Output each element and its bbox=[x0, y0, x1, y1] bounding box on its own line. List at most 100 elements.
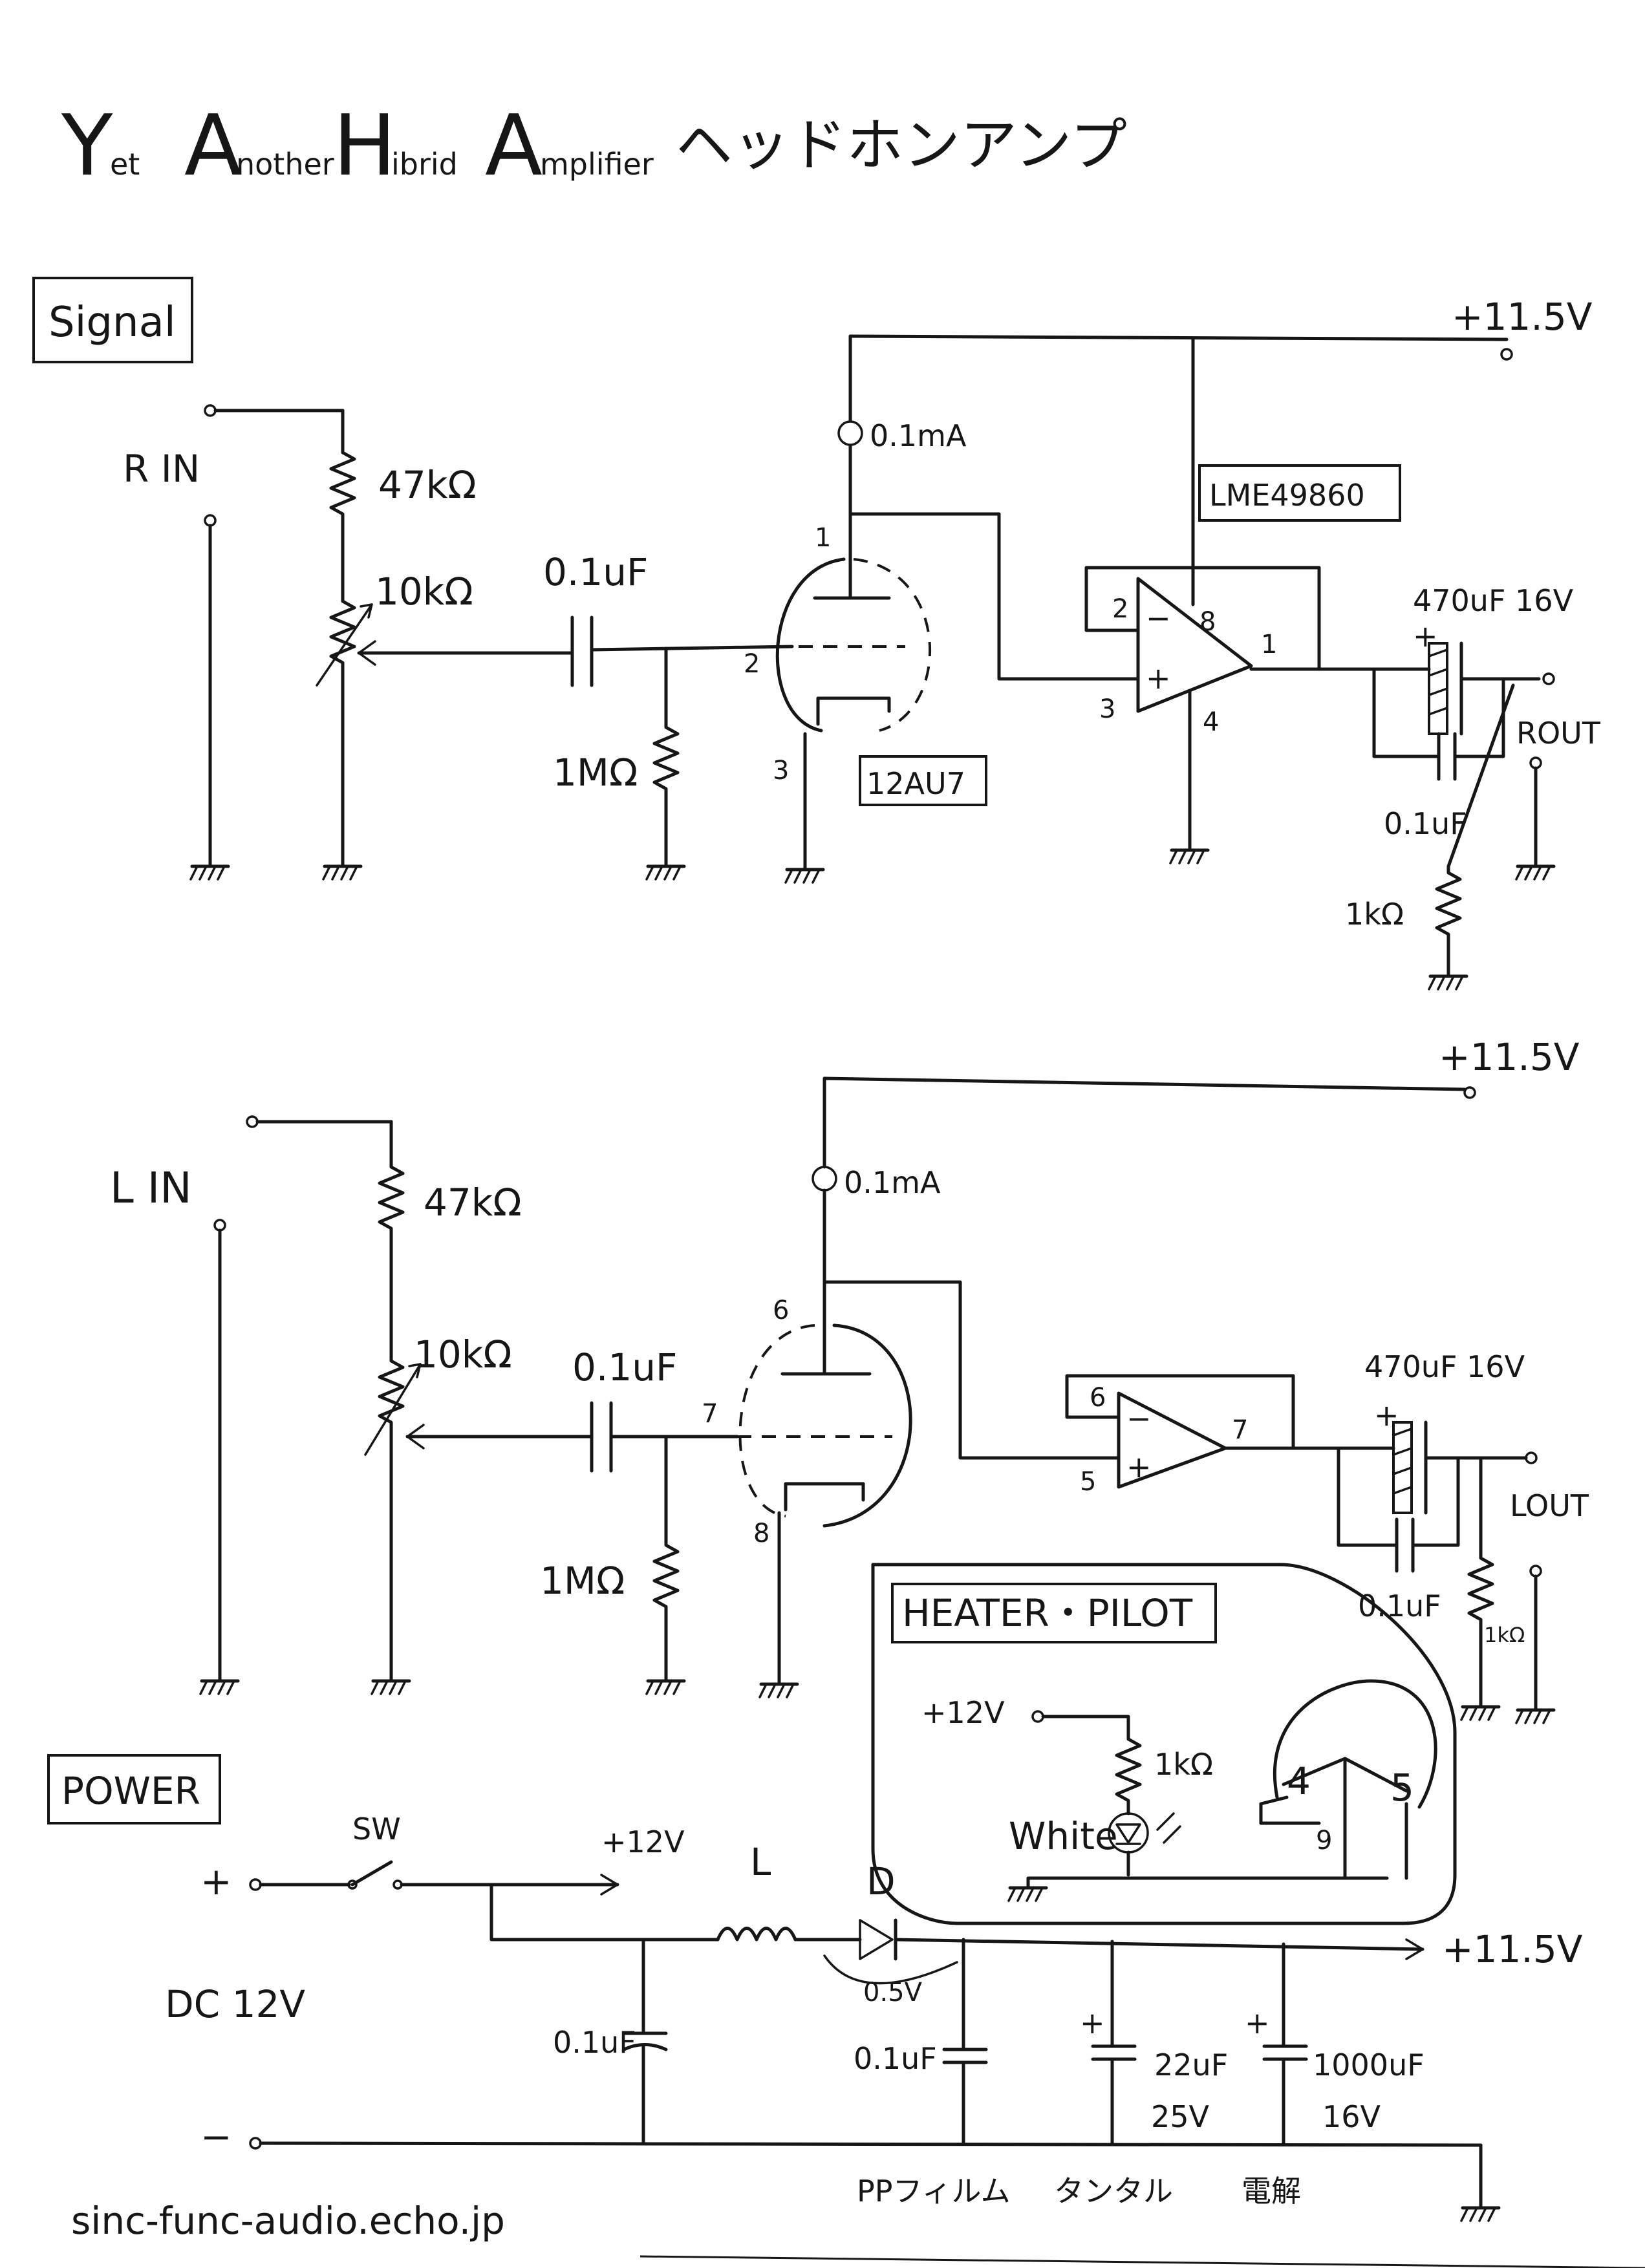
note-pp-film: PPフィルム bbox=[857, 2174, 1011, 2209]
heater-supply-label: +12V bbox=[921, 1695, 1005, 1730]
c4-voltage: 16V bbox=[1322, 2099, 1381, 2134]
lout-label: LOUT bbox=[1510, 1488, 1589, 1523]
heater-label-box bbox=[891, 1583, 1217, 1643]
lin-label: L IN bbox=[110, 1163, 192, 1213]
title-y: Y bbox=[61, 96, 113, 195]
tube-envelope-solid bbox=[775, 557, 846, 733]
signal-label-box bbox=[32, 277, 193, 363]
r-opamp-label: LME49860 bbox=[1209, 478, 1365, 513]
rin-resistor-label: 47kΩ bbox=[378, 463, 477, 507]
title: Y et A nother H ibrid A mplifier ヘッドホンアン… bbox=[61, 96, 1127, 195]
rout-label: ROUT bbox=[1516, 716, 1601, 751]
rin-pot-label: 10kΩ bbox=[375, 570, 473, 614]
r-tube-pin-1: 1 bbox=[815, 523, 831, 553]
pilot-resistor bbox=[1117, 1733, 1140, 1807]
cap-plus: + bbox=[1374, 1398, 1399, 1433]
l-opamp-pin-7: 7 bbox=[1232, 1415, 1248, 1445]
ground-symbol bbox=[323, 866, 361, 879]
opamp-minus: − bbox=[1126, 1401, 1152, 1436]
heater-tube-envelope bbox=[1273, 1679, 1437, 1809]
inductor bbox=[716, 1927, 797, 1942]
c1-plate bbox=[622, 2043, 668, 2051]
ground-symbol bbox=[200, 1681, 238, 1694]
left-channel: L IN 47kΩ 10kΩ 0.1uF 1MΩ +11.5V 0.1mA bbox=[110, 1035, 1589, 1723]
heater-label: HEATER・PILOT bbox=[902, 1591, 1193, 1635]
l-tube-pin-8: 8 bbox=[753, 1519, 769, 1548]
rout-load-resistor bbox=[1437, 866, 1460, 941]
switch-label: SW bbox=[352, 1812, 401, 1846]
tube-type-box bbox=[859, 755, 987, 806]
heater-pin-4: 4 bbox=[1287, 1759, 1311, 1803]
r-tube-pin-3: 3 bbox=[773, 756, 789, 786]
title-y-rest: et bbox=[110, 147, 140, 182]
dc-source-label: DC 12V bbox=[165, 1982, 305, 2026]
out-rail-label: +11.5V bbox=[1442, 1927, 1583, 1971]
signal-label: Signal bbox=[48, 299, 176, 347]
lin-pot-label: 10kΩ bbox=[414, 1332, 512, 1376]
power-switch bbox=[350, 1860, 393, 1887]
rin-grid-resistor-label: 1MΩ bbox=[553, 751, 638, 795]
ground-symbol bbox=[1516, 866, 1554, 879]
r-tube-pin-2: 2 bbox=[744, 649, 760, 679]
ground-symbol bbox=[191, 866, 228, 879]
heater-section-outline bbox=[871, 1563, 1457, 1925]
title-h: H bbox=[333, 96, 396, 195]
lin-grid-resistor bbox=[654, 1539, 678, 1613]
right-channel: R IN 47kΩ 10kΩ 0.1uF 1MΩ +11.5V bbox=[123, 295, 1601, 989]
lin-grid-resistor-label: 1MΩ bbox=[540, 1559, 625, 1603]
rin-series-resistor bbox=[331, 446, 354, 520]
rail-12v-label: +12V bbox=[601, 1824, 685, 1859]
rectifier-diode bbox=[859, 1919, 894, 1960]
r-tube-label: 12AU7 bbox=[866, 766, 965, 801]
note-electrolytic: 電解 bbox=[1242, 2174, 1301, 2209]
led-label: White bbox=[1009, 1814, 1118, 1858]
footer-url: sinc-func-audio.echo.jp bbox=[71, 2199, 505, 2243]
power-minus-label: − bbox=[200, 2115, 232, 2159]
rout-hot-terminal bbox=[1542, 672, 1555, 685]
r-cbyp-label: 0.1uF bbox=[1384, 806, 1467, 841]
opamp-plus: + bbox=[1146, 661, 1171, 696]
heater-pilot-section: HEATER・PILOT +12V 1kΩ White 4 5 9 bbox=[871, 1563, 1457, 1925]
rin-grid-resistor bbox=[654, 721, 678, 795]
heater-pin-5: 5 bbox=[1390, 1766, 1414, 1810]
l-tube-pin-7: 7 bbox=[702, 1399, 718, 1429]
ground-symbol bbox=[1516, 1710, 1554, 1723]
r-cout-label: 470uF 16V bbox=[1413, 583, 1574, 618]
l-opamp-pin-5: 5 bbox=[1080, 1467, 1096, 1497]
lin-cap-label: 0.1uF bbox=[572, 1345, 677, 1389]
title-japanese: ヘッドホンアンプ bbox=[676, 112, 1127, 178]
lout-supply-terminal bbox=[1463, 1086, 1476, 1099]
lout-load-resistor bbox=[1469, 1552, 1492, 1626]
opamp-minus: − bbox=[1146, 601, 1171, 636]
r-load-label: 1kΩ bbox=[1345, 897, 1404, 932]
inductor-label: L bbox=[750, 1840, 771, 1884]
c3-voltage: 25V bbox=[1151, 2099, 1210, 2134]
title-a2-rest: mplifier bbox=[540, 147, 654, 182]
r-opamp-pin-8: 8 bbox=[1199, 607, 1216, 637]
c2-label: 0.1uF bbox=[854, 2041, 937, 2076]
page-edge bbox=[640, 2255, 1645, 2268]
l-supply-label: +11.5V bbox=[1439, 1035, 1580, 1079]
r-supply-label: +11.5V bbox=[1452, 295, 1593, 339]
r-opamp-pin-4: 4 bbox=[1203, 707, 1219, 737]
l-load-label: 1kΩ bbox=[1484, 1623, 1525, 1647]
power-plus-label: + bbox=[200, 1859, 232, 1903]
rin-cap-label: 0.1uF bbox=[543, 550, 648, 594]
l-cout-label: 470uF 16V bbox=[1364, 1349, 1525, 1384]
title-a1-rest: nother bbox=[236, 147, 334, 182]
r-ccs-label: 0.1mA bbox=[870, 418, 967, 453]
l-opamp-triangle bbox=[1117, 1391, 1227, 1489]
tube-cathode bbox=[816, 696, 891, 726]
ccs-icon bbox=[812, 1166, 837, 1192]
lin-series-resistor bbox=[380, 1161, 403, 1235]
diode-label: D bbox=[866, 1859, 896, 1903]
drop-indicator bbox=[823, 1954, 958, 1985]
power-label-box bbox=[47, 1754, 221, 1824]
r-opamp-pin-1: 1 bbox=[1261, 630, 1277, 659]
opamp-type-box bbox=[1198, 464, 1401, 522]
cap-plus: + bbox=[1413, 619, 1438, 654]
title-a2: A bbox=[485, 96, 543, 195]
c3-label: 22uF bbox=[1154, 2048, 1228, 2082]
cap-plus: + bbox=[1245, 2006, 1270, 2040]
